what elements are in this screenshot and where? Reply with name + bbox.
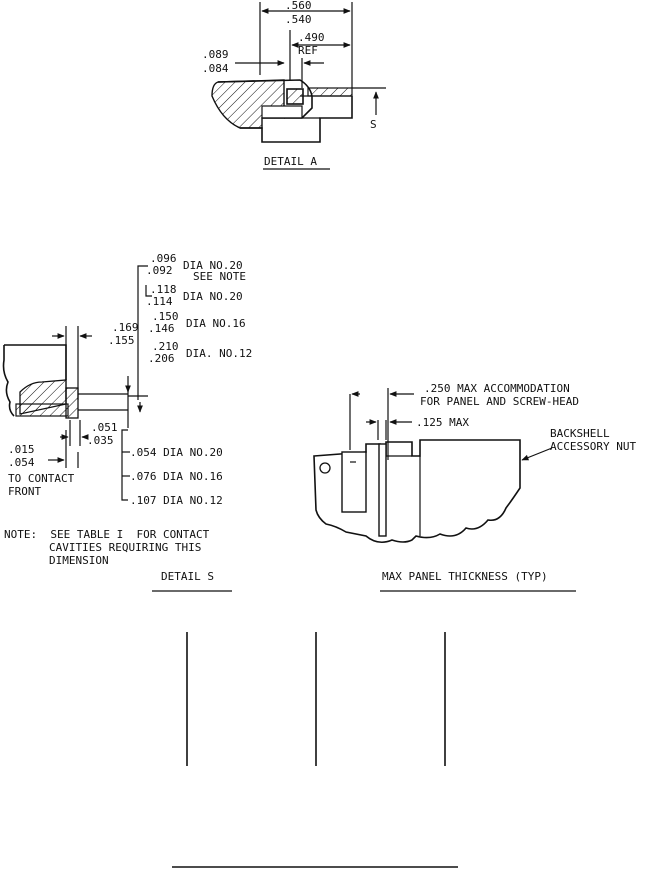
dia-118-label: DIA NO.20 <box>183 290 243 303</box>
dim-084: .084 <box>202 62 229 75</box>
dia-146: .146 <box>148 322 175 335</box>
max-125: .125 MAX <box>416 416 469 429</box>
dia-210: .210 <box>152 340 179 353</box>
dim-051: .051 <box>91 421 118 434</box>
dia-076: .076 DIA NO.16 <box>130 470 223 483</box>
dia-118: .118 <box>150 283 177 296</box>
flange-hole <box>319 462 331 474</box>
accom-line-1: .250 MAX ACCOMMODATION <box>424 382 570 395</box>
table-rules <box>172 632 458 868</box>
detail-s: .096 .092 DIA NO.20 SEE NOTE .118 .114 D… <box>2 252 252 592</box>
dia-114: .114 <box>146 295 173 308</box>
dim-054: .054 <box>8 456 35 469</box>
see-note: SEE NOTE <box>193 270 246 283</box>
dia-092: .092 <box>146 264 173 277</box>
dia-210-label: DIA. NO.12 <box>186 347 252 360</box>
panel-title: MAX PANEL THICKNESS (TYP) <box>382 570 548 583</box>
front-label: FRONT <box>8 485 41 498</box>
note-line-2: CAVITIES REQUIRING THIS <box>49 541 201 554</box>
dia-206: .206 <box>148 352 175 365</box>
note-line-3: DIMENSION <box>49 554 109 567</box>
dia-150-label: DIA NO.16 <box>186 317 246 330</box>
dim-169: .169 <box>112 321 139 334</box>
panel-detail: .250 MAX ACCOMMODATION FOR PANEL AND SCR… <box>313 382 636 592</box>
to-contact: TO CONTACT <box>8 472 75 485</box>
note-line-1: NOTE: SEE TABLE I FOR CONTACT <box>4 528 210 541</box>
detail-s-title: DETAIL S <box>161 570 214 583</box>
dim-089: .089 <box>202 48 229 61</box>
s-label: S <box>370 118 377 131</box>
dia-054: .054 DIA NO.20 <box>130 446 223 459</box>
dia-096-label: DIA NO.20 <box>183 259 243 272</box>
backshell-1: BACKSHELL <box>550 427 610 440</box>
dim-ref: REF <box>298 44 318 57</box>
panel-plate <box>378 443 387 537</box>
detail-a-title: DETAIL A <box>264 155 317 168</box>
dia-150: .150 <box>152 310 179 323</box>
dim-035: .035 <box>87 434 114 447</box>
dim-015: .015 <box>8 443 35 456</box>
detail-a-body-hatch <box>211 79 285 129</box>
dim-155: .155 <box>108 334 135 347</box>
accom-line-2: FOR PANEL AND SCREW-HEAD <box>420 395 579 408</box>
dia-107: .107 DIA NO.12 <box>130 494 223 507</box>
dia-096: .096 <box>150 252 177 265</box>
detail-a: .560 .540 .490 REF .089 .084 S DETAIL A <box>202 0 386 170</box>
dim-540: .540 <box>285 13 312 26</box>
mounting-flange <box>341 451 367 513</box>
backshell-2: ACCESSORY NUT <box>550 440 636 453</box>
dim-490: .490 <box>298 31 325 44</box>
dim-560: .560 <box>285 0 312 12</box>
